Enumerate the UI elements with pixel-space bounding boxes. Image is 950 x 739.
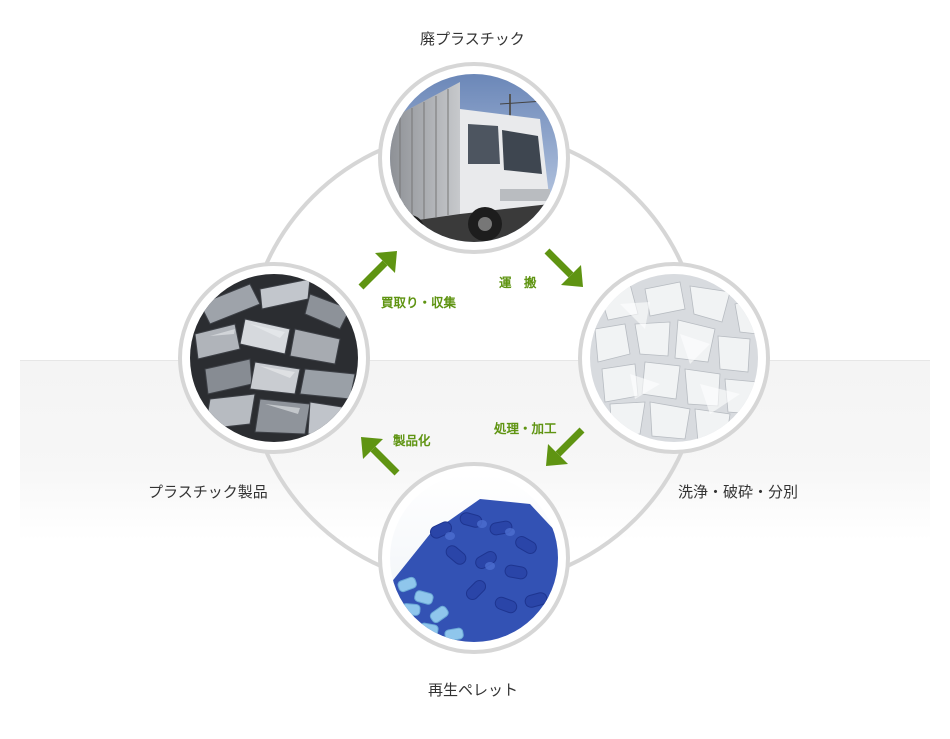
- arrow-manufacturing-icon: [361, 437, 400, 476]
- node-pellets: [378, 462, 570, 654]
- node-products: [178, 262, 370, 454]
- step-manufacturing: 製品化: [393, 433, 431, 448]
- label-products: プラスチック製品: [148, 483, 268, 501]
- step-purchase-collection: 買取り・収集: [381, 295, 457, 310]
- step-processing: 処理・加工: [494, 421, 557, 436]
- background-band-edge: [20, 360, 930, 361]
- plastic-scraps-photo: [190, 274, 358, 442]
- label-washing: 洗浄・破砕・分別: [678, 483, 799, 501]
- crushed-plastic-photo: [590, 274, 758, 442]
- node-washing: [578, 262, 770, 454]
- truck-photo: [390, 74, 558, 242]
- node-waste-plastic: [378, 62, 570, 254]
- label-waste-plastic: 廃プラスチック: [420, 30, 525, 48]
- arrow-processing-icon: [546, 427, 585, 466]
- label-pellets: 再生ペレット: [428, 681, 519, 699]
- arrow-purchase-icon: [358, 251, 397, 290]
- arrow-transport-icon: [544, 248, 583, 287]
- pellets-photo: [390, 474, 558, 642]
- step-transport: 運 搬: [499, 275, 537, 290]
